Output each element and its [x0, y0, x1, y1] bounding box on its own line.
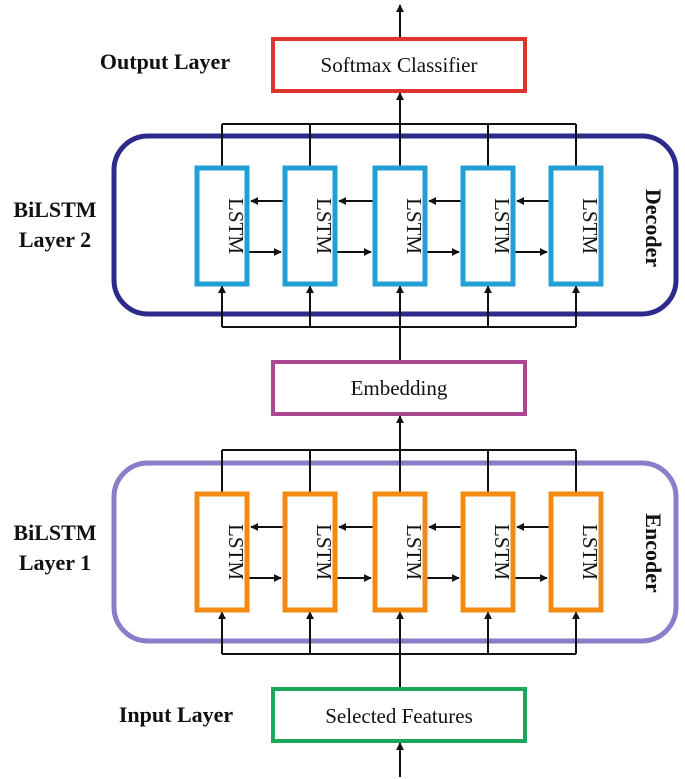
softmax-classifier-label: Softmax Classifier: [321, 53, 478, 77]
encoder-lstm-label: LSTM: [224, 524, 248, 580]
encoder-lstm-cell: [194, 491, 250, 613]
decoder-lstm-cell: [282, 165, 338, 287]
decoder-lstm-label: LSTM: [490, 198, 514, 254]
encoder-cells: LSTM LSTM LSTM LSTM LSTM: [194, 415, 604, 687]
decoder-label: Decoder: [641, 189, 666, 267]
bilstm1-label-line1: BiLSTM: [13, 520, 96, 545]
encoder-lstm-cell: [460, 491, 516, 613]
encoder-lstm-label: LSTM: [490, 524, 514, 580]
decoder-cells: LSTM LSTM LSTM LSTM LSTM: [194, 92, 604, 360]
output-layer-label: Output Layer: [100, 49, 230, 74]
decoder-lstm-cell: [372, 165, 428, 287]
encoder-lstm-cell: [282, 491, 338, 613]
decoder-lstm-cell: [194, 165, 250, 287]
input-layer-label: Input Layer: [119, 702, 234, 727]
decoder-lstm-cell: [460, 165, 516, 287]
embedding-label: Embedding: [351, 376, 448, 400]
encoder-lstm-label: LSTM: [578, 524, 602, 580]
encoder-lstm-cell: [548, 491, 604, 613]
bilstm2-label-line2: Layer 2: [19, 227, 91, 252]
bilstm1-label-line2: Layer 1: [19, 550, 91, 575]
decoder-lstm-label: LSTM: [224, 198, 248, 254]
selected-features-label: Selected Features: [325, 704, 473, 728]
decoder-lstm-label: LSTM: [402, 198, 426, 254]
encoder-lstm-label: LSTM: [402, 524, 426, 580]
decoder-frame: [111, 133, 679, 317]
softmax-classifier-box: [271, 37, 527, 93]
decoder-lstm-label: LSTM: [312, 198, 336, 254]
embedding-box: [271, 360, 527, 416]
selected-features-box: [271, 687, 527, 743]
encoder-lstm-cell: [372, 491, 428, 613]
decoder-lstm-cell: [548, 165, 604, 287]
bilstm2-label-line1: BiLSTM: [13, 197, 96, 222]
encoder-frame: [111, 460, 679, 644]
encoder-label: Encoder: [641, 513, 666, 593]
encoder-lstm-label: LSTM: [312, 524, 336, 580]
decoder-lstm-label: LSTM: [578, 198, 602, 254]
